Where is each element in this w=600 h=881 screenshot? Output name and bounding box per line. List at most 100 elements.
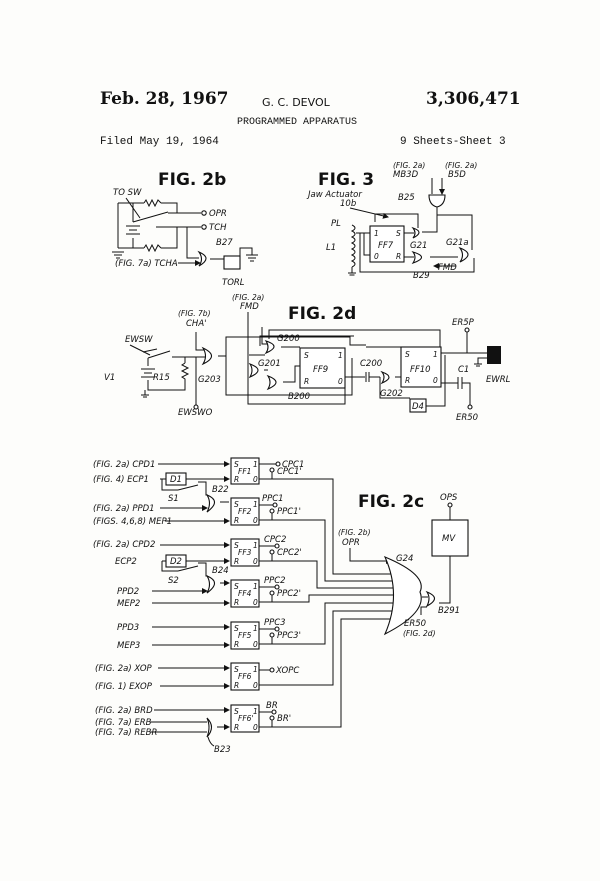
- pin-1: 1: [253, 582, 258, 591]
- gate-g202-icon: [380, 370, 390, 385]
- pin-s: S: [234, 541, 239, 550]
- fig-3-title: FIG. 3: [318, 170, 374, 190]
- gate-g200-icon: [264, 340, 275, 355]
- label-er5p: ER5P: [452, 318, 475, 328]
- terminal-er5p: [464, 327, 470, 333]
- patent-title: PROGRAMMED APPARATUS: [237, 117, 358, 128]
- label-ff3: FF3: [238, 548, 252, 557]
- gate-b291-icon: [425, 590, 436, 608]
- label-b22: B22: [212, 485, 229, 495]
- label-d4: D4: [412, 402, 424, 412]
- input-ppd3: PPD3: [117, 623, 139, 633]
- relay-coil-torl-icon: [223, 255, 241, 270]
- label-fmd: FMD: [438, 263, 457, 273]
- gate-g21-icon: [411, 226, 420, 239]
- label-b5d: B5D: [448, 170, 466, 180]
- fig-2d: FIG. 2d (FIG. 7b) CHA' (FIG. 2a) FMD EWS…: [104, 293, 511, 423]
- wire: [420, 556, 451, 615]
- fig-2c-output-wires: [259, 463, 397, 728]
- label-ff1: FF1: [238, 467, 251, 476]
- input-exop: (FIG. 1) EXOP: [95, 682, 153, 692]
- input-ecp2: ECP2: [115, 557, 137, 567]
- label-b27: B27: [216, 238, 233, 248]
- label-cha: CHA': [186, 319, 206, 329]
- gate-b22-icon: [205, 493, 216, 513]
- pin-0: 0: [253, 598, 258, 607]
- label-er50-ref: (FIG. 2d): [403, 629, 436, 638]
- fig-2d-title: FIG. 2d: [288, 304, 356, 324]
- patent-date: Feb. 28, 1967: [100, 89, 229, 109]
- pin-r: R: [234, 557, 239, 566]
- pin-s: S: [304, 351, 309, 360]
- label-ff4: FF4: [238, 589, 252, 598]
- pin-s: S: [234, 582, 239, 591]
- pin-1: 1: [253, 541, 258, 550]
- resistor-r15-icon: [180, 362, 190, 390]
- pin-s: S: [405, 350, 410, 359]
- output-xopc: XOPC: [275, 666, 299, 676]
- output-cpc2: CPC2: [264, 535, 286, 545]
- fig-2b-wiring: [117, 202, 178, 249]
- label-g21a: G21a: [446, 238, 469, 248]
- input-mep1: (FIGS. 4,6,8) MEP1: [93, 517, 172, 527]
- gate-g203-icon: [201, 346, 213, 366]
- pin-0: 0: [433, 376, 438, 385]
- input-erb: (FIG. 7a) ERB: [95, 718, 152, 728]
- label-er50: ER50: [404, 619, 426, 629]
- label-ff2: FF2: [238, 507, 252, 516]
- pin-0: 0: [253, 557, 258, 566]
- output-ppc3-prime: PPC3': [277, 631, 301, 641]
- gate-b200-icon: [266, 374, 277, 391]
- label-s2: S2: [168, 576, 179, 586]
- pin-s: S: [234, 665, 239, 674]
- label-ff10: FF10: [410, 365, 431, 375]
- output-br: BR: [266, 701, 278, 711]
- label-pl: PL: [331, 219, 341, 229]
- label-opr: OPR: [209, 209, 227, 219]
- pin-0: 0: [253, 475, 258, 484]
- output-ppc2: PPC2: [264, 576, 286, 586]
- pin-1: 1: [253, 624, 258, 633]
- label-mb3d-ref: (FIG. 2a): [393, 161, 425, 170]
- fig-2c-output-labels: CPC1 CPC1' PPC1 PPC1' CPC2 CPC2' PPC2 PP…: [262, 460, 304, 724]
- label-r15: R15: [153, 373, 170, 383]
- output-ppc1-prime: PPC1': [277, 507, 301, 517]
- label-mb3d: MB3D: [393, 170, 419, 180]
- pin-s: S: [234, 460, 239, 469]
- pin-1: 1: [374, 229, 379, 238]
- label-ff5: FF5: [238, 631, 252, 640]
- fig-2d-feedback-wiring: [259, 327, 441, 352]
- input-rebr: (FIG. 7a) REBR: [95, 728, 157, 738]
- label-b291: B291: [438, 606, 460, 616]
- label-g203: G203: [198, 375, 221, 385]
- pin-r: R: [304, 377, 309, 386]
- wire: [366, 346, 446, 407]
- flip-flop-ff9: [299, 347, 346, 389]
- output-terminals: [269, 461, 281, 721]
- label-d1: D1: [170, 475, 182, 485]
- pin-1: 1: [253, 707, 258, 716]
- pin-s: S: [396, 229, 401, 238]
- delay-d2: [165, 554, 187, 568]
- terminal-er50: [467, 404, 473, 410]
- gate-g201-icon: [248, 362, 259, 379]
- pin-1: 1: [253, 460, 258, 469]
- input-cpd2: (FIG. 2a) CPD2: [93, 540, 155, 550]
- label-g21: G21: [410, 241, 427, 251]
- fig-2d-output-wiring: [441, 332, 487, 405]
- label-g201: G201: [258, 359, 281, 369]
- input-xop: (FIG. 2a) XOP: [95, 664, 153, 674]
- output-ppc2-prime: PPC2': [277, 589, 301, 599]
- label-b29: B29: [413, 271, 430, 281]
- input-ppd2: PPD2: [117, 587, 139, 597]
- label-opr-ref: (FIG. 2b): [338, 528, 371, 537]
- label-ff6: FF6: [238, 672, 252, 681]
- label-g202: G202: [380, 389, 403, 399]
- label-v1: V1: [104, 373, 115, 383]
- multivibrator-mv: [431, 519, 469, 557]
